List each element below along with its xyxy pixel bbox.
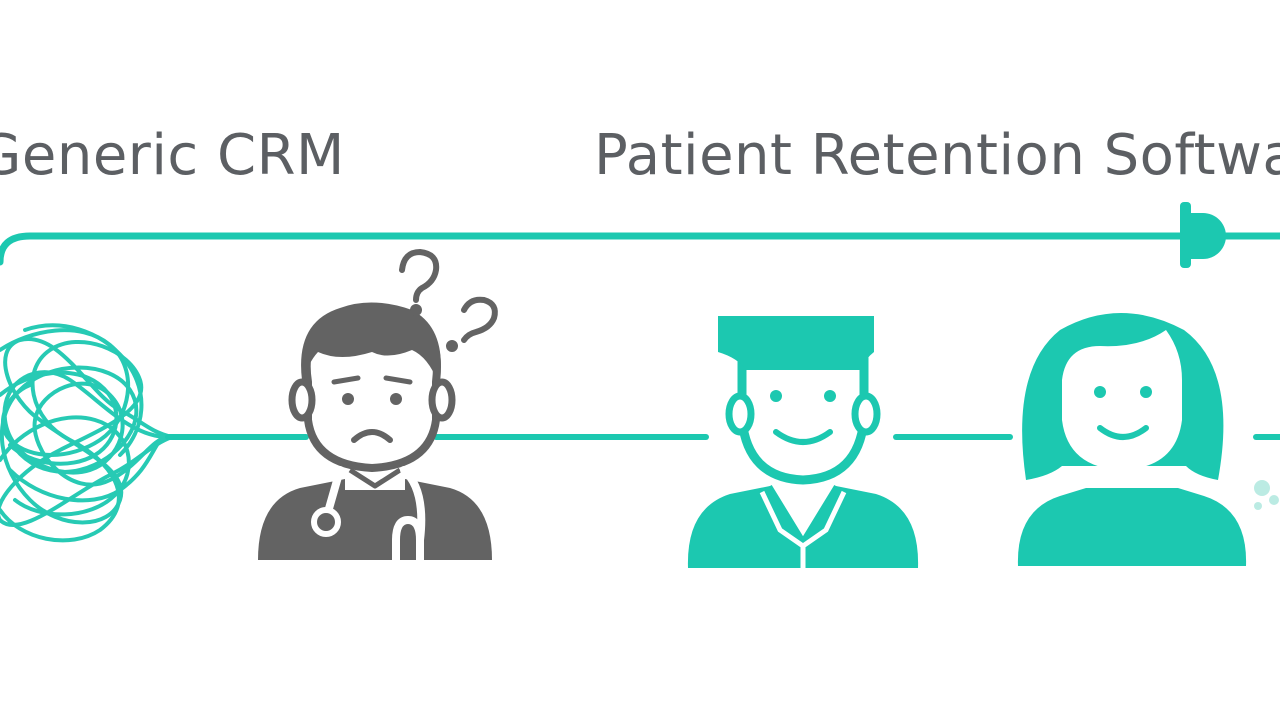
happy-patient-icon <box>1017 313 1247 566</box>
patient-retention-heading: Patient Retention Software <box>594 123 1280 188</box>
question-mark-icon <box>399 248 498 352</box>
tangled-scribble-icon <box>0 323 174 543</box>
plug-connector-icon <box>1180 202 1232 268</box>
generic-crm-heading: Generic CRM <box>0 123 345 188</box>
top-connector-line <box>0 232 1190 266</box>
confused-doctor-icon <box>258 302 492 564</box>
happy-doctor-icon <box>687 316 919 576</box>
sparkle-decoration <box>1254 480 1279 510</box>
